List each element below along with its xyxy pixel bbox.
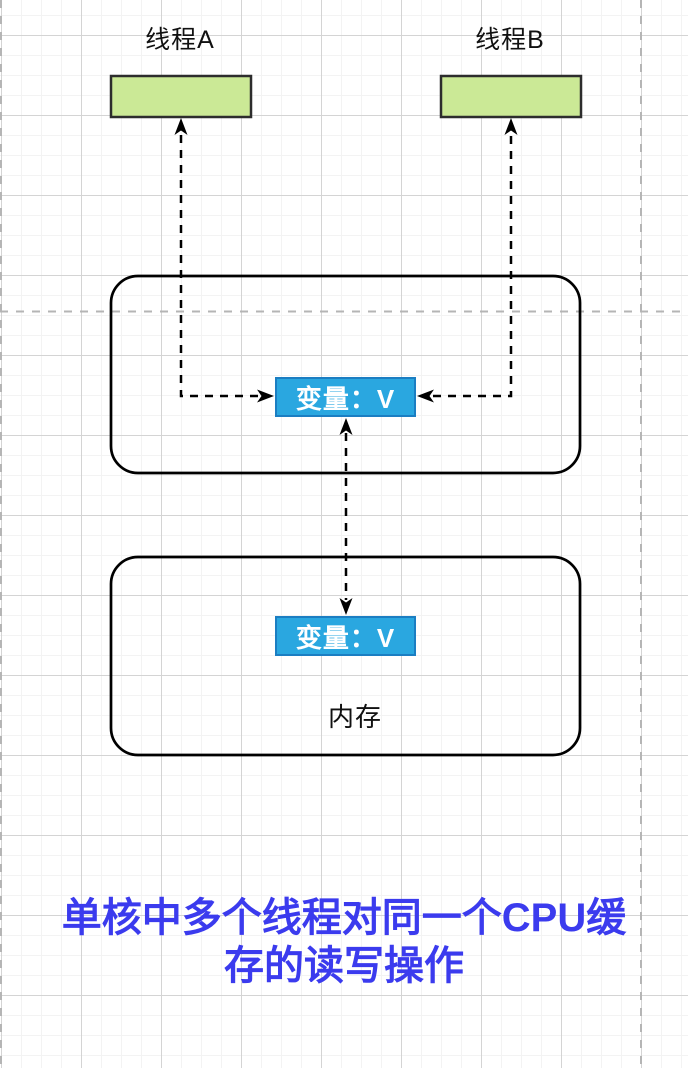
diagram-caption: 单核中多个线程对同一个CPU缓 存的读写操作 (0, 894, 688, 990)
arrow-up-icon (174, 118, 188, 135)
memory-variable-box: 变量：V (275, 616, 416, 656)
caption-line-2: 存的读写操作 (224, 944, 464, 988)
thread-a-connector (179, 134, 258, 398)
arrow-up-icon (504, 118, 518, 135)
arrow-right-icon (257, 389, 274, 403)
caption-line-1: 单核中多个线程对同一个CPU缓 (61, 896, 627, 940)
cpu-cache-box (109, 274, 582, 475)
thread-a-box (109, 74, 253, 119)
thread-b-box (439, 74, 583, 119)
arrow-up-icon (339, 418, 353, 435)
thread-b-connector (433, 134, 513, 398)
memory-label: 内存 (327, 701, 382, 732)
thread-a-label: 线程A (145, 26, 215, 54)
thread-b-label: 线程B (475, 26, 545, 54)
cache-variable-box: 变量：V (275, 377, 416, 417)
arrow-down-icon (339, 598, 353, 615)
arrow-left-icon (417, 389, 434, 403)
